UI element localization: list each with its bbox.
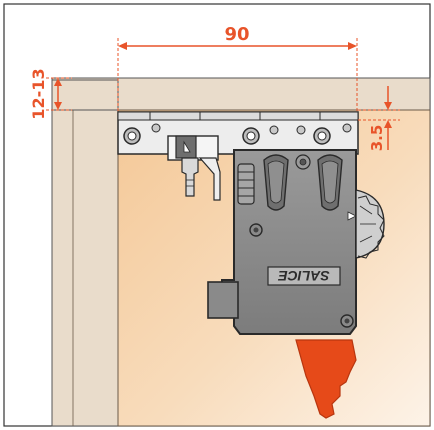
height-dimension	[46, 77, 72, 111]
release-lever	[295, 339, 357, 419]
width-dimension-label: 90	[224, 24, 249, 45]
side-tab	[207, 281, 239, 319]
latch-bracket	[167, 135, 221, 201]
width-dimension	[117, 38, 358, 112]
damper-wheel	[355, 189, 385, 259]
cabinet-side-panel	[51, 79, 119, 427]
offset-dimension-label: 3.5	[368, 125, 386, 152]
mounting-plate	[117, 111, 359, 155]
salice-logo: SALICE	[267, 266, 341, 286]
offset-dimension	[358, 86, 400, 150]
svg-text:SALICE: SALICE	[278, 268, 330, 284]
mechanism-body: SALICE	[207, 149, 357, 335]
height-dimension-label: 12-13	[29, 68, 48, 119]
